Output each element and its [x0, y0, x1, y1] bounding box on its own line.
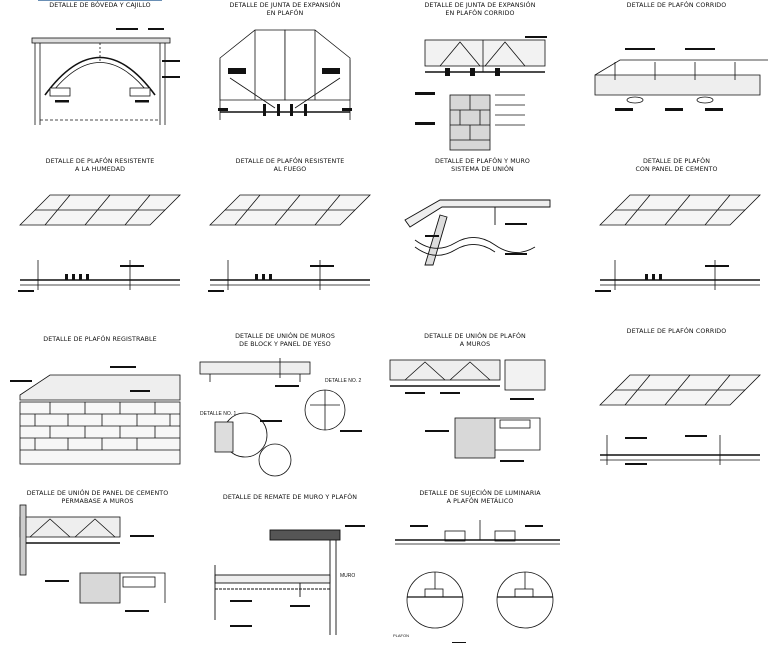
union-muros-drawing: DETALLE NO. 2 DETALLE NO. 1 [199, 358, 362, 477]
detail-title: DETALLE DE SUJECIÓN DE LUMINARIA A PLAFÓ… [419, 490, 541, 505]
detail-title: DETALLE DE PLAFÓN RESISTENTE AL FUEGO [235, 158, 345, 173]
detail-plafon-corrido-bottom: DETALLE DE PLAFÓN CORRIDO [585, 325, 768, 480]
panel-cemento-muros-drawing [19, 504, 166, 612]
detail-plafon-humedad: DETALLE DE PLAFÓN RESISTENTE A LA HUMEDA… [10, 155, 190, 315]
junta-expansion-drawing [218, 29, 352, 120]
callout-muro: MURO [340, 573, 355, 579]
detail-remate-muro-plafon: DETALLE DE REMATE DE MURO Y PLAFÓN MURO [200, 485, 380, 655]
plafon-corrido-drawing [594, 48, 768, 111]
registrable-drawing [10, 366, 181, 465]
detail-title: DETALLE DE PLAFÓN RESISTENTE A LA HUMEDA… [45, 158, 155, 173]
detail-title: DETALLE DE JUNTA DE EXPANSIÓN EN PLAFÓN [229, 2, 341, 17]
detail-title: DETALLE DE UNIÓN DE PLAFÓN A MUROS [424, 333, 526, 348]
plafon-muro-drawing [404, 199, 551, 266]
detail-plafon-corrido-top: DETALLE DE PLAFÓN CORRIDO [585, 0, 768, 150]
detail-union-plafon-muros: DETALLE DE UNIÓN DE PLAFÓN A MUROS [380, 330, 570, 490]
detail-plafon-registrable: DETALLE DE PLAFÓN REGISTRABLE [10, 330, 190, 480]
detail-title: DETALLE DE PLAFÓN REGISTRABLE [43, 336, 157, 343]
detail-boveda-cajillo: DETALLE DE BÓVEDA Y CAJILLO [10, 0, 190, 150]
detail-title: DETALLE DE PLAFÓN CORRIDO [626, 2, 727, 9]
union-plafon-muros-drawing [389, 359, 546, 462]
detail-junta-expansion-plafon: DETALLE DE JUNTA DE EXPANSIÓN EN PLAFÓN [200, 0, 370, 150]
junta-corrido-drawing [415, 36, 547, 151]
remate-drawing: MURO [214, 525, 365, 635]
boveda-drawing [31, 28, 180, 125]
luminaria-drawing: PLAFON [393, 520, 560, 638]
detail-union-muros-block-yeso: DETALLE DE UNIÓN DE MUROS DE BLOCK Y PAN… [190, 330, 380, 480]
callout-detalle-no-2: DETALLE NO. 2 [325, 378, 362, 384]
callout-detalle-no-1: DETALLE NO. 1 [200, 411, 237, 417]
callout-plafon: PLAFON [393, 633, 409, 638]
detail-title: DETALLE DE BÓVEDA Y CAJILLO [49, 2, 151, 9]
plafon-corrido-b-drawing [599, 374, 761, 465]
detail-plafon-panel-cemento: DETALLE DE PLAFÓN CON PANEL DE CEMENTO [585, 155, 768, 315]
scale-bar [452, 642, 466, 643]
detail-title: DETALLE DE UNIÓN DE MUROS DE BLOCK Y PAN… [235, 333, 335, 348]
detail-title: DETALLE DE UNIÓN DE PANEL DE CEMENTO PER… [26, 490, 169, 505]
detail-junta-expansion-plafon-corrido: DETALLE DE JUNTA DE EXPANSIÓN EN PLAFÓN … [395, 0, 565, 155]
detail-plafon-muro-union: DETALLE DE PLAFÓN Y MURO SISTEMA DE UNIÓ… [395, 155, 570, 315]
plafon-humedad-drawing [18, 194, 181, 292]
detail-union-panel-cemento-muros: DETALLE DE UNIÓN DE PANEL DE CEMENTO PER… [5, 485, 190, 655]
detail-title: DETALLE DE PLAFÓN CORRIDO [626, 328, 727, 335]
detail-title: DETALLE DE REMATE DE MURO Y PLAFÓN [222, 494, 358, 501]
plafon-fuego-drawing [208, 194, 371, 292]
panel-cemento-drawing [595, 194, 761, 292]
detail-title: DETALLE DE PLAFÓN CON PANEL DE CEMENTO [635, 158, 718, 173]
detail-plafon-fuego: DETALLE DE PLAFÓN RESISTENTE AL FUEGO [200, 155, 380, 315]
detail-title: DETALLE DE PLAFÓN Y MURO SISTEMA DE UNIÓ… [435, 158, 530, 173]
detail-sujecion-luminaria: DETALLE DE SUJECIÓN DE LUMINARIA A PLAFÓ… [385, 485, 575, 655]
detail-title: DETALLE DE JUNTA DE EXPANSIÓN EN PLAFÓN … [424, 2, 536, 17]
